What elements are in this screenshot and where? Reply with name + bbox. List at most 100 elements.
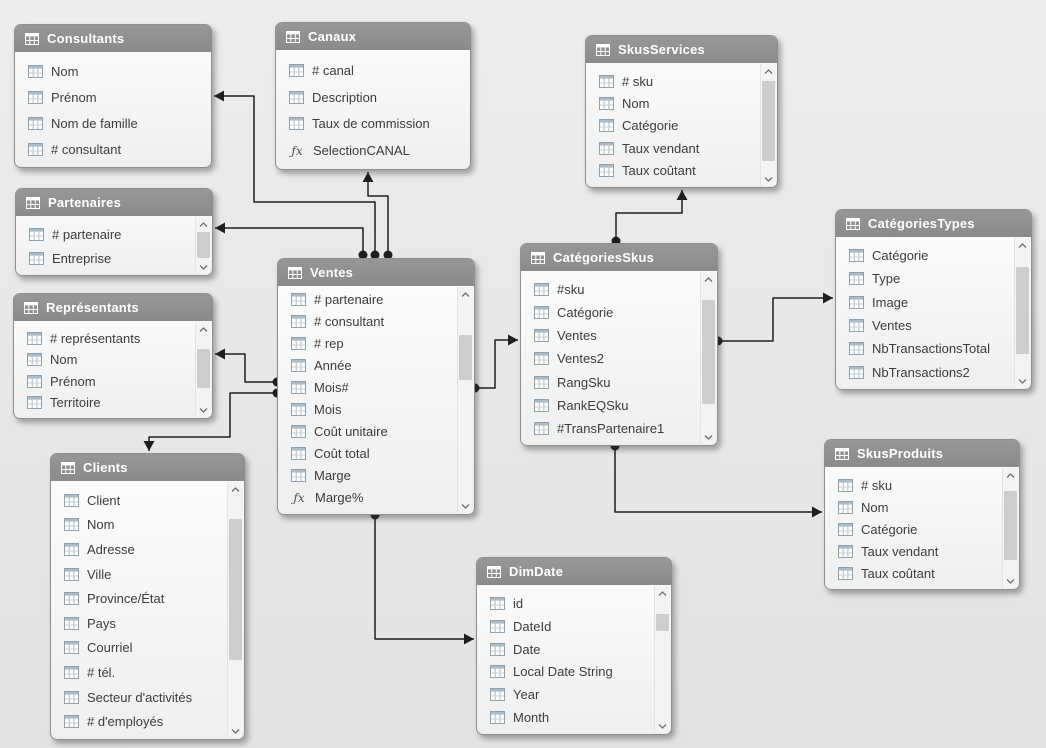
- field-row[interactable]: Entreprise: [16, 247, 195, 271]
- field-row[interactable]: Ventes: [836, 314, 1014, 337]
- relationship-categoriesskus-skusservices[interactable]: [611, 190, 688, 246]
- scrollbar-track[interactable]: [1015, 252, 1030, 374]
- relationship-line[interactable]: [215, 353, 277, 383]
- field-row[interactable]: Mois: [278, 398, 457, 420]
- scrollbar[interactable]: [227, 482, 243, 738]
- table-header[interactable]: Ventes: [278, 259, 474, 286]
- table-clients[interactable]: Clients Client Nom Adresse Ville Pr: [50, 453, 245, 740]
- field-row[interactable]: Prénom: [14, 371, 195, 392]
- relationship-line[interactable]: [214, 95, 376, 255]
- table-header[interactable]: Consultants: [15, 25, 211, 52]
- scrollbar-thumb[interactable]: [762, 80, 775, 161]
- table-header[interactable]: Canaux: [276, 23, 470, 50]
- field-row[interactable]: Nom: [586, 92, 760, 114]
- field-row[interactable]: Nom de famille: [15, 111, 211, 137]
- scrollbar[interactable]: [457, 287, 473, 513]
- field-row[interactable]: # partenaire: [278, 288, 457, 310]
- field-row[interactable]: Type: [836, 267, 1014, 290]
- scrollbar-thumb[interactable]: [197, 232, 210, 259]
- scrollbar-thumb[interactable]: [197, 349, 210, 389]
- field-row[interactable]: Image: [836, 291, 1014, 314]
- relationship-line[interactable]: [367, 172, 389, 255]
- field-row[interactable]: Province/État: [51, 586, 227, 611]
- relationship-line[interactable]: [475, 339, 518, 389]
- scrollbar[interactable]: [700, 272, 716, 444]
- relationship-ventes-partenaires[interactable]: [215, 222, 368, 260]
- scrollbar-thumb[interactable]: [656, 614, 669, 631]
- relationship-line[interactable]: [718, 297, 833, 342]
- field-row[interactable]: RangSku: [521, 371, 700, 394]
- scrollbar-thumb[interactable]: [1004, 491, 1017, 561]
- field-row[interactable]: Taux coûtant: [586, 160, 760, 182]
- table-représentants[interactable]: Représentants # représentants Nom Prénom…: [13, 293, 213, 419]
- field-row[interactable]: #sku: [521, 278, 700, 301]
- field-row[interactable]: Ville: [51, 562, 227, 587]
- scrollbar[interactable]: [654, 586, 670, 733]
- relationship-line[interactable]: [615, 190, 683, 241]
- field-row[interactable]: Taux vendant: [825, 540, 1002, 562]
- relationship-ventes-categoriesskus[interactable]: [470, 334, 519, 393]
- scrollbar-track[interactable]: [1003, 482, 1018, 574]
- field-row[interactable]: Catégorie: [836, 244, 1014, 267]
- field-row[interactable]: Catégorie: [586, 115, 760, 137]
- table-header[interactable]: DimDate: [477, 558, 671, 585]
- table-consultants[interactable]: Consultants Nom Prénom Nom de famille # …: [14, 24, 212, 168]
- field-row[interactable]: Catégorie: [521, 301, 700, 324]
- scrollbar[interactable]: [195, 322, 211, 417]
- field-row[interactable]: Nom: [51, 513, 227, 538]
- field-row[interactable]: # consultant: [278, 310, 457, 332]
- field-row[interactable]: Description: [276, 84, 470, 111]
- scrollbar[interactable]: [1002, 468, 1018, 588]
- field-row[interactable]: Territoire: [14, 392, 195, 413]
- table-catégoriesskus[interactable]: CatégoriesSkus #sku Catégorie Ventes Ven…: [520, 243, 718, 446]
- field-row[interactable]: Taux vendant: [586, 137, 760, 159]
- field-row[interactable]: # représentants: [14, 328, 195, 349]
- field-row[interactable]: # rep: [278, 332, 457, 354]
- scrollbar-track[interactable]: [196, 336, 211, 403]
- field-row[interactable]: Adresse: [51, 537, 227, 562]
- table-canaux[interactable]: Canaux # canal Description Taux de commi…: [275, 22, 471, 170]
- field-row[interactable]: id: [477, 592, 654, 615]
- field-row[interactable]: Date: [477, 638, 654, 661]
- scrollbar-thumb[interactable]: [702, 300, 715, 405]
- field-row[interactable]: # sku: [586, 70, 760, 92]
- field-row[interactable]: Année: [278, 354, 457, 376]
- relationship-ventes-representants[interactable]: [215, 348, 282, 387]
- scrollbar[interactable]: [1014, 238, 1030, 388]
- field-row[interactable]: Coût unitaire: [278, 421, 457, 443]
- field-row[interactable]: Mois#: [278, 376, 457, 398]
- field-row[interactable]: Marge: [278, 465, 457, 487]
- field-row[interactable]: Taux de commission: [276, 111, 470, 138]
- relationship-line[interactable]: [614, 446, 822, 513]
- table-header[interactable]: Représentants: [14, 294, 212, 321]
- table-header[interactable]: CatégoriesTypes: [836, 210, 1031, 237]
- field-row[interactable]: Coût total: [278, 443, 457, 465]
- table-header[interactable]: Partenaires: [16, 189, 212, 216]
- table-ventes[interactable]: Ventes # partenaire # consultant # rep A…: [277, 258, 475, 515]
- table-header[interactable]: SkusServices: [586, 36, 777, 63]
- table-skusproduits[interactable]: SkusProduits # sku Nom Catégorie Taux ve…: [824, 439, 1020, 590]
- scrollbar-track[interactable]: [655, 600, 670, 719]
- field-row[interactable]: Pays: [51, 611, 227, 636]
- table-header[interactable]: Clients: [51, 454, 244, 481]
- table-header[interactable]: CatégoriesSkus: [521, 244, 717, 271]
- field-row[interactable]: Year: [477, 683, 654, 706]
- field-row[interactable]: Courriel: [51, 636, 227, 661]
- field-row[interactable]: NbTransactionsTotal: [836, 337, 1014, 360]
- field-row[interactable]: Catégorie: [825, 518, 1002, 540]
- table-partenaires[interactable]: Partenaires # partenaire Entreprise: [15, 188, 213, 276]
- scrollbar[interactable]: [760, 64, 776, 186]
- relationship-ventes-dimdate[interactable]: [370, 510, 475, 645]
- field-row[interactable]: # consultant: [15, 136, 211, 162]
- scrollbar-track[interactable]: [458, 301, 473, 499]
- field-row[interactable]: Month: [477, 706, 654, 729]
- relationship-ventes-canaux[interactable]: [362, 172, 393, 260]
- scrollbar-track[interactable]: [701, 286, 716, 430]
- relationship-line[interactable]: [374, 515, 474, 640]
- field-row[interactable]: NbTransactions2: [836, 361, 1014, 384]
- table-dimdate[interactable]: DimDate id DateId Date Local Date String: [476, 557, 672, 735]
- scrollbar[interactable]: [195, 217, 211, 274]
- field-row[interactable]: # sku: [825, 474, 1002, 496]
